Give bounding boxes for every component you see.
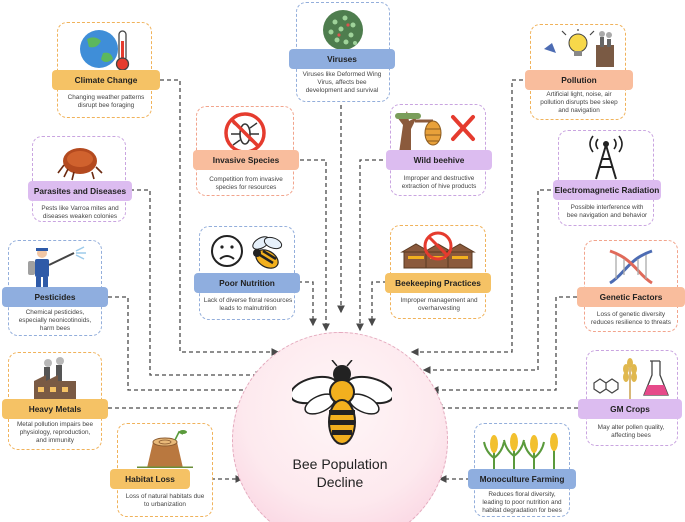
connector-emr	[422, 189, 558, 374]
heavy-metals-label: Heavy Metals	[2, 399, 108, 419]
monoculture-desc: Reduces floral diversity, leading to poo…	[482, 491, 562, 515]
climate-change-label: Climate Change	[52, 70, 160, 90]
beekeeping-desc: Improper management and overharvesting	[400, 297, 478, 313]
connector-genetic	[430, 296, 577, 394]
connector-wildhive	[356, 159, 390, 332]
beekeeping-label: Beekeeping Practices	[385, 273, 491, 293]
invasive-species-label: Invasive Species	[193, 150, 299, 170]
habitat-loss-label: Habitat Loss	[110, 469, 190, 489]
viruses-label: Viruses	[289, 49, 395, 69]
genetic-desc: Loss of genetic diversity reduces resili…	[591, 311, 671, 327]
no-hives-icon	[400, 231, 476, 269]
heavy-metals-desc: Metal pollution impairs bee physiology, …	[16, 421, 94, 445]
globe-thermometer-icon	[79, 30, 129, 71]
bee-icon	[292, 360, 392, 445]
dna-icon	[609, 249, 653, 285]
molecule-wheat-flask-icon	[593, 358, 669, 401]
genetic-label: Genetic Factors	[577, 287, 685, 307]
card-beekeeping	[390, 225, 486, 319]
connector-climate	[160, 79, 280, 356]
card-parasites	[32, 136, 126, 222]
pesticides-label: Pesticides	[2, 287, 108, 307]
factory-icon	[34, 357, 76, 399]
beehive-cross-icon	[395, 111, 475, 153]
connector-invasive	[300, 159, 330, 332]
connector-parasites	[130, 189, 264, 379]
pollution-label: Pollution	[525, 70, 633, 90]
virus-icon	[323, 10, 363, 50]
gm-crops-desc: May alter pollen quality, affecting bees	[597, 424, 665, 440]
connector-pollution	[410, 79, 530, 356]
gm-crops-label: GM Crops	[578, 399, 682, 419]
pollution-desc: Artificial light, noise, air pollution d…	[540, 91, 618, 115]
habitat-loss-desc: Loss of natural habitats due to urbaniza…	[125, 493, 205, 509]
center-title: Bee Population Decline	[292, 456, 388, 490]
mite-icon	[57, 148, 103, 181]
parasites-desc: Pests like Varroa mites and diseases wea…	[41, 205, 119, 221]
parasites-label: Parasites and Diseases	[28, 181, 132, 201]
pesticides-desc: Chemical pesticides, especially neonicot…	[18, 309, 92, 333]
no-insect-icon	[224, 112, 266, 154]
radio-tower-icon	[589, 135, 623, 180]
emr-desc: Possible interference with bee navigatio…	[566, 204, 648, 220]
card-emr	[558, 130, 654, 226]
climate-change-desc: Changing weather patterns disrupt bee fo…	[67, 94, 145, 110]
monoculture-label: Monoculture Farming	[468, 469, 576, 489]
wild-beehive-desc: Improper and destructive extraction of h…	[401, 175, 477, 191]
invasive-species-desc: Competition from invasive species for re…	[209, 176, 283, 192]
card-gm-crops	[586, 350, 678, 446]
poor-nutrition-desc: Lack of diverse floral resources leads t…	[203, 297, 293, 313]
connector-beekeeping	[368, 281, 387, 327]
poor-nutrition-label: Poor Nutrition	[194, 273, 300, 293]
emr-label: Electromagnetic Radiation	[553, 180, 661, 200]
sad-face-bee-icon	[211, 235, 283, 269]
connector-pesticides	[108, 296, 257, 394]
factory-lightbulb-icon	[544, 29, 614, 67]
sprayer-person-icon	[28, 246, 86, 289]
tree-stump-icon	[137, 430, 193, 468]
viruses-desc: Viruses like Deformed Wing Virus, affect…	[302, 71, 382, 95]
card-genetic	[584, 240, 678, 332]
corn-field-icon	[483, 433, 558, 470]
wild-beehive-label: Wild beehive	[386, 150, 492, 170]
connector-nutrition	[298, 281, 317, 327]
